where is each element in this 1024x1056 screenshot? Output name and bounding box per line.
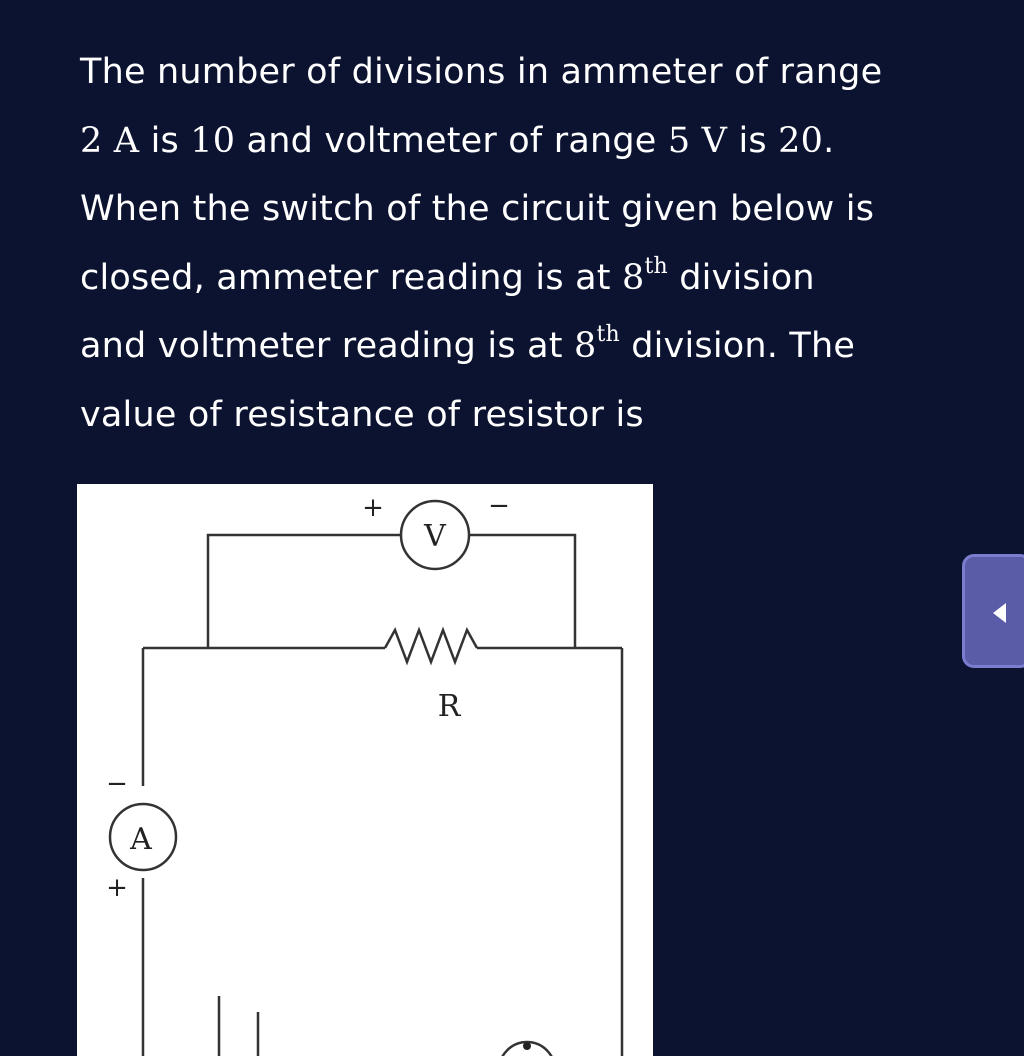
collapse-panel-button[interactable]	[962, 554, 1024, 668]
question-text: The number of divisions in ammeter of ra…	[80, 38, 940, 449]
voltmeter-branch-wire-left	[206, 533, 401, 648]
voltmeter-reading: 8	[574, 326, 597, 366]
switch-dot	[523, 1042, 531, 1050]
ammeter-plus: +	[106, 873, 128, 903]
voltmeter-branch-wire-right	[469, 533, 577, 648]
question-line-4: closed, ammeter reading is at 8th divisi…	[80, 244, 940, 313]
text-segment: .	[823, 120, 835, 161]
text-segment: division. The	[619, 326, 856, 366]
voltmeter-plus: +	[362, 493, 384, 523]
text-segment: and voltmeter reading is at	[80, 326, 574, 366]
ordinal-suffix: th	[644, 253, 668, 279]
text-segment: The number of divisions in ammeter of ra…	[80, 52, 883, 92]
question-line-3: When the switch of the circuit given bel…	[80, 175, 940, 244]
question-line-6: value of resistance of resistor is	[80, 381, 940, 450]
ammeter-reading: 8	[622, 257, 645, 298]
text-segment: and voltmeter of range	[235, 120, 668, 161]
voltmeter-circle	[399, 499, 471, 571]
text-segment: value of resistance of resistor is	[80, 394, 644, 435]
voltmeter-symbol: V	[423, 519, 447, 554]
ordinal-suffix: th	[596, 322, 620, 347]
circuit-svg: V + − R A − +	[106, 491, 624, 1056]
question-line-5: and voltmeter reading is at 8th division…	[80, 312, 940, 381]
resistor-zigzag	[383, 626, 479, 666]
ammeter-minus: −	[106, 769, 128, 799]
ammeter-divisions: 10	[190, 120, 236, 161]
text-segment: division	[667, 257, 815, 298]
ammeter-circle	[108, 802, 178, 872]
text-segment: closed, ammeter reading is at	[80, 257, 623, 298]
voltmeter-divisions: 20	[778, 120, 824, 161]
ammeter-symbol: A	[129, 822, 152, 857]
ammeter-range: 2 A	[80, 120, 140, 161]
text-segment: When the switch of the circuit given bel…	[80, 189, 875, 229]
question-line-2: 2 A is 10 and voltmeter of range 5 V is …	[80, 107, 940, 176]
resistor-label: R	[438, 689, 462, 724]
voltmeter-range: 5 V	[667, 120, 728, 161]
text-segment: is	[139, 120, 191, 161]
triangle-left-icon	[993, 603, 1006, 623]
question-line-1: The number of divisions in ammeter of ra…	[80, 38, 940, 107]
circuit-diagram: V + − R A − +	[77, 484, 653, 1056]
voltmeter-minus: −	[488, 491, 510, 521]
text-segment: is	[727, 120, 779, 161]
